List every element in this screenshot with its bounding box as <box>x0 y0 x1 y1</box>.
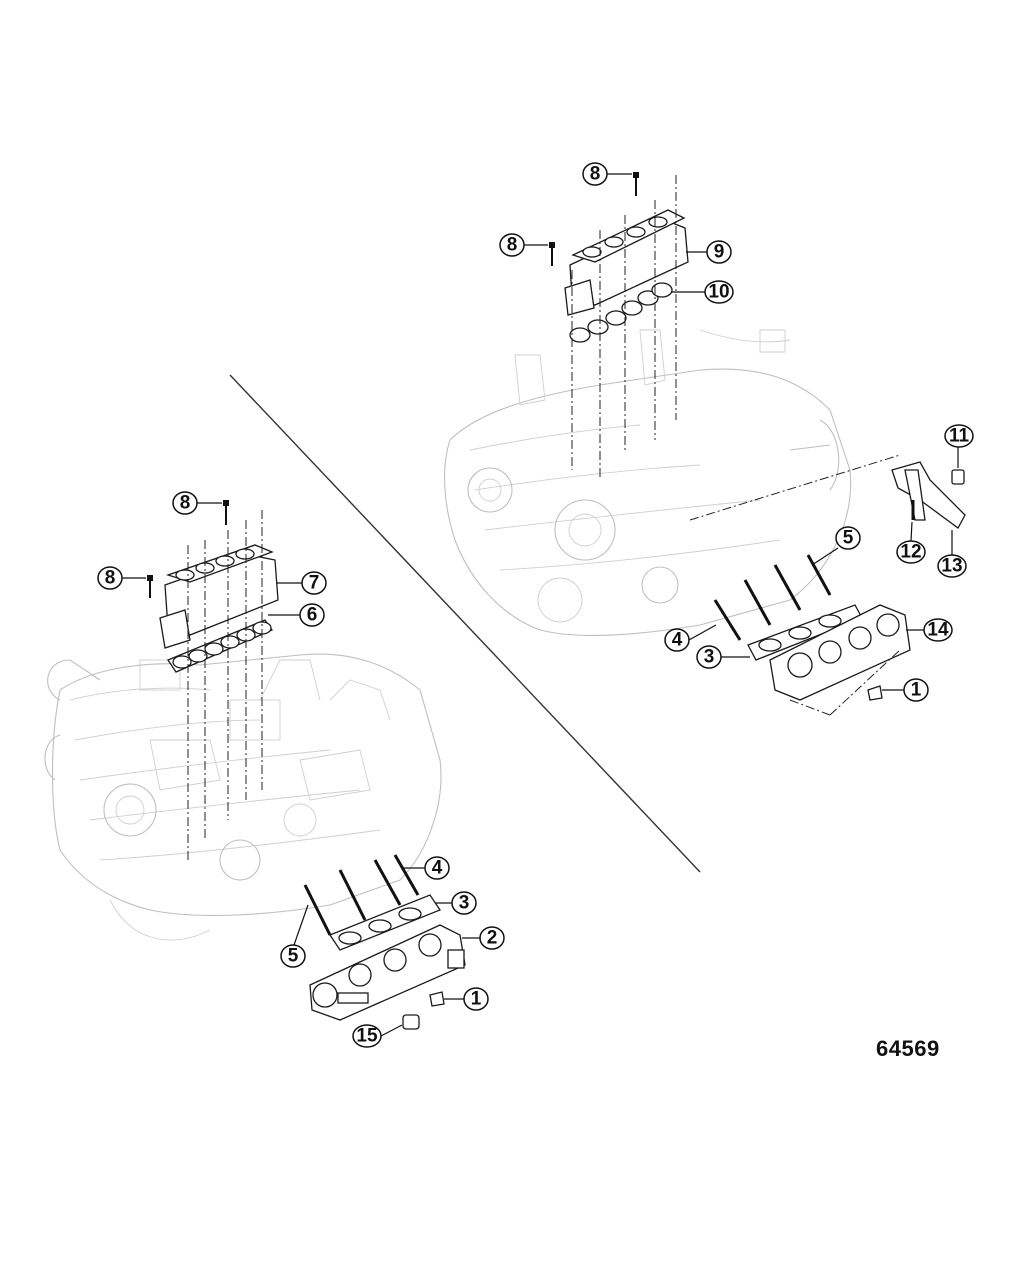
figure-number: 64569 <box>876 1036 940 1061</box>
callout-right-5: 5 <box>811 526 861 566</box>
callout-label: 4 <box>432 858 443 879</box>
callouts-right: 8 8 9 10 11 5 <box>499 162 974 702</box>
callout-left-6: 2 <box>462 926 505 950</box>
callout-left-3: 6 <box>268 603 325 627</box>
intake-manifold-right <box>564 209 689 316</box>
bolt-left-side <box>147 575 153 598</box>
intake-gasket-right <box>569 282 673 343</box>
callout-label: 12 <box>900 542 921 563</box>
spacer-right <box>951 469 965 485</box>
alignment-lines-left <box>187 510 263 860</box>
callout-label: 8 <box>105 568 116 589</box>
callout-right-6: 12 <box>896 521 926 564</box>
callout-label: 2 <box>487 928 498 949</box>
callout-label: 3 <box>704 647 715 668</box>
callout-label: 9 <box>714 242 725 263</box>
bolt-right-top <box>633 172 639 196</box>
engine-view-left <box>44 500 466 1030</box>
callout-left-9: 15 <box>352 1024 403 1048</box>
callout-left-1: 8 <box>97 566 146 590</box>
exhaust-manifold-right <box>769 604 911 716</box>
plug-right <box>867 685 883 701</box>
callouts-left: 8 8 7 6 4 3 <box>97 491 505 1048</box>
studs-left <box>303 854 420 936</box>
bolt-right-side <box>549 242 555 266</box>
exhaust-manifold-left <box>309 924 466 1021</box>
plug-left <box>429 991 445 1007</box>
callout-label: 1 <box>911 680 922 701</box>
callout-label: 15 <box>356 1026 378 1047</box>
callout-right-7: 13 <box>937 530 967 578</box>
callout-label: 4 <box>672 630 683 651</box>
callout-right-1: 8 <box>499 233 548 257</box>
callout-left-2: 7 <box>276 571 327 595</box>
callout-label: 5 <box>843 528 854 549</box>
callout-left-8: 1 <box>444 987 489 1011</box>
callout-label: 11 <box>949 426 970 447</box>
callout-label: 6 <box>307 605 318 626</box>
studs-right <box>713 554 832 641</box>
callout-label: 7 <box>309 573 320 594</box>
callout-right-0: 8 <box>582 162 632 186</box>
callout-label: 5 <box>288 946 299 967</box>
callout-label: 1 <box>471 989 482 1010</box>
callout-label: 14 <box>927 620 949 641</box>
callout-left-7: 5 <box>280 904 309 968</box>
engine-view-right <box>444 172 966 716</box>
callout-right-2: 9 <box>686 240 732 264</box>
alignment-lines-right <box>571 175 901 521</box>
fitting-left <box>402 1014 420 1030</box>
callout-left-5: 3 <box>435 891 477 915</box>
bolt-left-top <box>223 500 229 525</box>
callout-label: 10 <box>708 282 729 303</box>
callout-right-3: 10 <box>672 280 734 304</box>
callout-right-8: 4 <box>664 624 717 652</box>
callout-label: 13 <box>941 556 962 577</box>
callout-label: 8 <box>507 235 518 256</box>
callout-right-10: 3 <box>696 645 750 669</box>
exhaust-gasket-left <box>329 894 441 951</box>
callout-right-4: 11 <box>944 424 974 468</box>
callout-left-0: 8 <box>172 491 222 515</box>
callout-right-9: 14 <box>906 618 953 642</box>
callout-label: 8 <box>180 493 191 514</box>
callout-label: 3 <box>459 893 470 914</box>
callout-left-4: 4 <box>402 856 450 880</box>
view-divider-line <box>229 374 701 873</box>
callout-label: 8 <box>590 164 601 185</box>
exhaust-gasket-right <box>747 604 863 661</box>
engine-block-left <box>44 653 442 941</box>
callout-right-11: 1 <box>882 678 929 702</box>
